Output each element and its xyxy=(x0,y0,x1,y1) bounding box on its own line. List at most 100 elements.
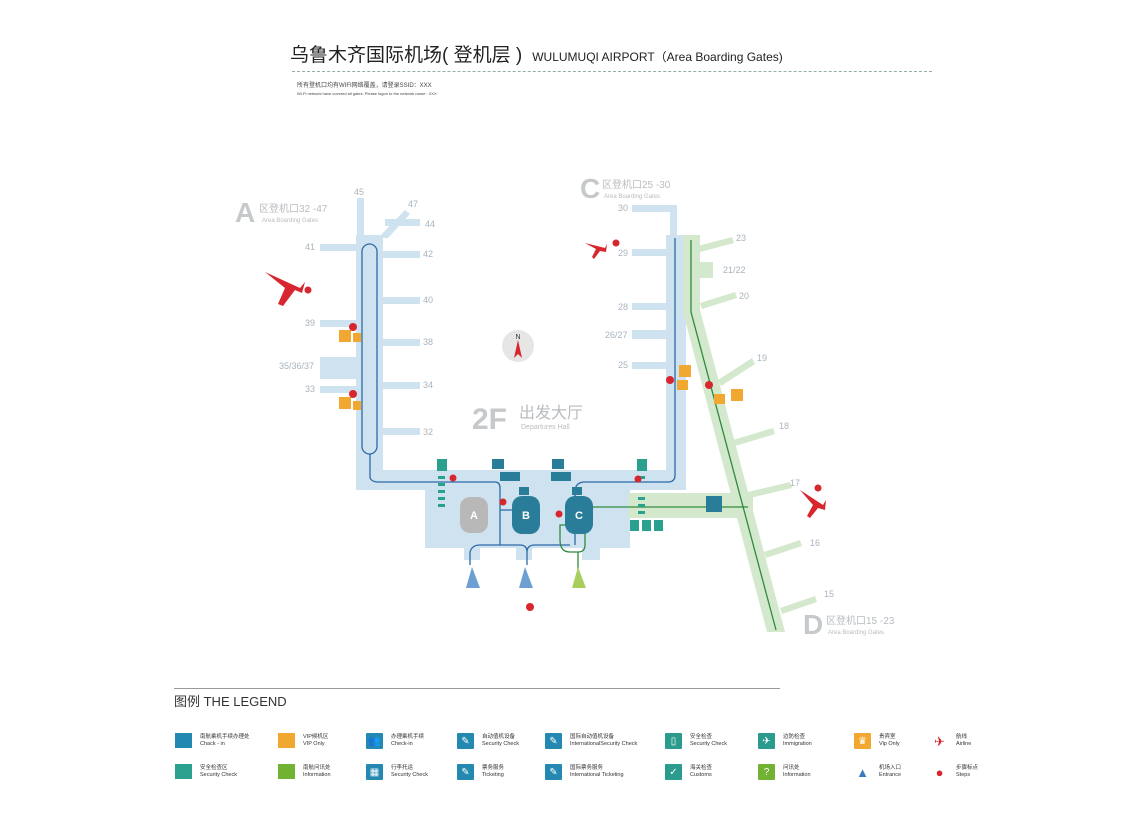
legend-label-cn: VIP候机区 xyxy=(303,733,329,740)
legend-label-en: Ticketing xyxy=(482,772,504,778)
vip-lounges xyxy=(339,330,743,410)
checkin-island-a[interactable]: A xyxy=(460,497,488,533)
area-c-letter: C xyxy=(580,173,600,204)
security-lanes xyxy=(437,459,663,531)
legend-label-en: Airline xyxy=(956,741,972,747)
intl-ticketing-icon: ✎ xyxy=(545,764,562,780)
gate-label: 32 xyxy=(423,427,433,437)
entrance-icon xyxy=(466,567,480,588)
concourse-c xyxy=(632,205,686,480)
wifi-notice: 所有登机口均有WIFI网络覆盖，请登录SSID：XXX Wi-Fi network… xyxy=(297,83,437,97)
gate-label: 33 xyxy=(305,384,315,394)
immigration-icon xyxy=(706,496,722,512)
gate-label: 40 xyxy=(423,295,433,305)
airline-icon xyxy=(585,243,607,259)
legend-label-cn: 海关检查 xyxy=(690,765,713,771)
customs-icon: ✓ xyxy=(665,764,682,780)
security-check-icon: ▯ xyxy=(665,733,682,749)
vip-swatch xyxy=(278,733,295,748)
entrances[interactable] xyxy=(466,567,586,588)
legend-label-cn: 安全检查 xyxy=(690,734,713,740)
vip-lounge-icon: ♛ xyxy=(854,733,871,749)
checkin-c-label: C xyxy=(575,510,583,522)
legend-label-en: Immigration xyxy=(783,741,812,747)
gate-label: 29 xyxy=(618,248,628,258)
legend-label-cn: 办理乘机手续 xyxy=(391,734,425,740)
area-c-cn: 区登机口25 -30 xyxy=(602,178,671,191)
gate-label: 39 xyxy=(305,318,315,328)
baggage-icon xyxy=(552,459,564,469)
legend-divider xyxy=(174,688,780,689)
security-area-swatch xyxy=(175,764,192,779)
gate-label: 35/36/37 xyxy=(279,361,314,371)
checkin-swatch xyxy=(175,733,192,748)
airline-icon: ✈ xyxy=(934,733,945,749)
hall-cn: 出发大厅 xyxy=(519,404,583,422)
checkin-a-label: A xyxy=(470,510,478,522)
checkin-island-c[interactable]: C xyxy=(565,496,593,534)
entrance-icon xyxy=(519,567,533,588)
gate-label: 30 xyxy=(618,203,628,213)
title-cn: 乌鲁木齐国际机场( 登机层 ) xyxy=(290,45,523,66)
legend-label-cn: 国际票务服务 xyxy=(570,765,604,771)
legend-label-en: International Ticketing xyxy=(570,772,624,778)
legend-label-cn: 行李托运 xyxy=(391,765,414,771)
intl-self-checkin-icon: ✎ xyxy=(545,733,562,749)
area-d-en: Area Boarding Gates xyxy=(828,630,884,636)
checkin-b-label: B xyxy=(522,510,530,522)
gate-label: 17 xyxy=(790,478,800,488)
legend-label-cn: 航线 xyxy=(956,734,968,740)
gate-label: 20 xyxy=(739,291,749,301)
wifi-en: Wi-Fi network have covered all gates. Pl… xyxy=(297,91,437,96)
area-d-letter: D xyxy=(803,609,823,640)
legend-label-en: Entrance xyxy=(879,772,902,778)
gate-label: 16 xyxy=(810,538,820,548)
legend-label-en: Information xyxy=(783,772,811,778)
entrance-icon: ▲ xyxy=(856,764,869,780)
legend-label-en: Security Check xyxy=(482,741,519,747)
gate-label: 19 xyxy=(757,353,767,363)
wifi-cn: 所有登机口均有WIFI网络覆盖，请登录SSID：XXX xyxy=(297,83,432,89)
baggage-icon: ▦ xyxy=(366,764,383,780)
legend-label-cn: 机场入口 xyxy=(879,765,902,771)
information-swatch xyxy=(278,764,295,779)
legend-label-cn: 自动值机设备 xyxy=(482,734,516,740)
checkin-island-b[interactable]: B xyxy=(512,496,540,534)
gate-label: 25 xyxy=(618,360,628,370)
gate-labels: 45 47 44 41 42 40 39 38 35/36/37 34 33 3… xyxy=(279,187,834,599)
legend-label-cn: 贵宾室 xyxy=(879,734,896,740)
gate-label: 28 xyxy=(618,302,628,312)
gate-label: 38 xyxy=(423,337,433,347)
gate-label: 47 xyxy=(408,199,418,209)
area-a-cn: 区登机口32 -47 xyxy=(259,202,328,215)
service-counters xyxy=(492,459,722,512)
gate-label: 15 xyxy=(824,589,834,599)
gate-label: 21/22 xyxy=(723,265,746,275)
immigration-icon: ✈ xyxy=(758,733,775,749)
step-markers xyxy=(304,239,822,611)
